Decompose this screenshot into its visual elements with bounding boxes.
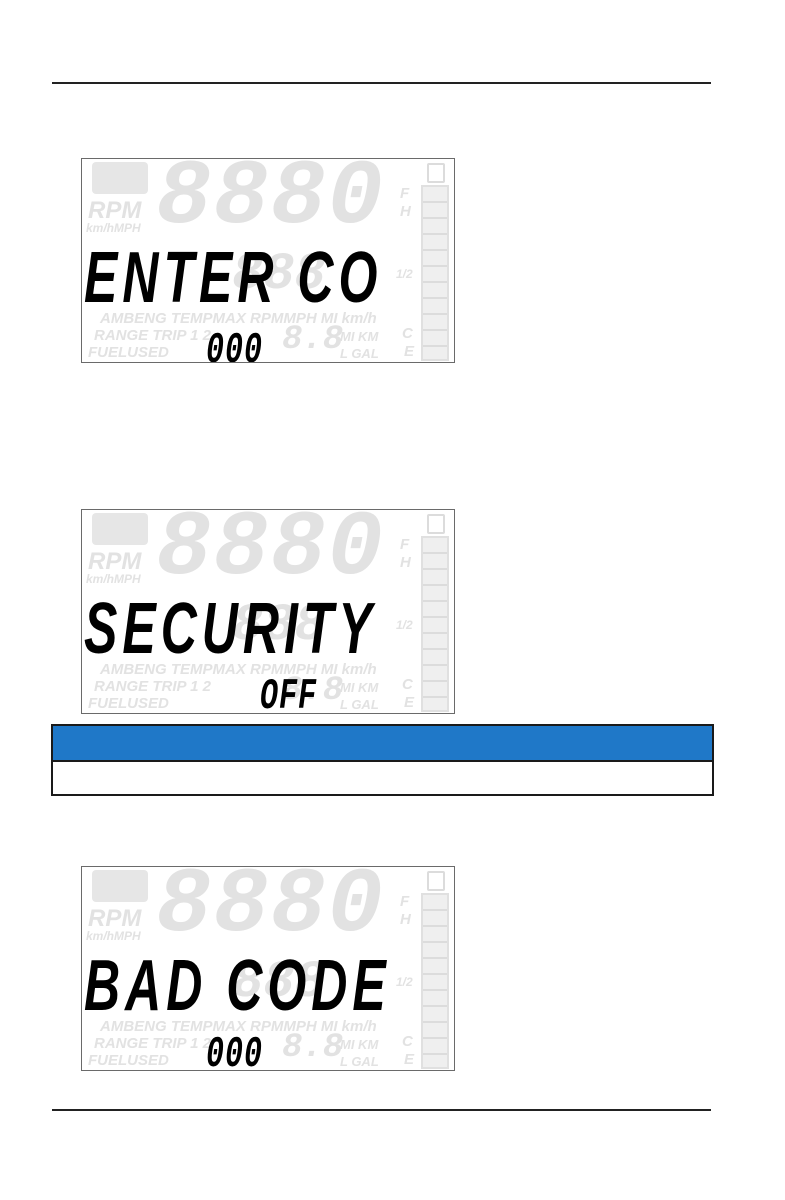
gauge-label-f: F	[400, 893, 410, 910]
note-box	[51, 724, 714, 796]
lcd-display-bad-code: 8880 RPM km/hMPH F H 1/2 C E 888 AMBENG …	[81, 866, 455, 1071]
info-row-3: FUELUSED	[88, 1052, 169, 1069]
info-row-1: AMBENG TEMPMAX RPMMPH MI km/h	[100, 661, 377, 678]
mid-ghost-digits: 888	[232, 953, 326, 1012]
gauge-label-h: H	[400, 554, 411, 571]
unit-mi-km: MI KM	[340, 1037, 379, 1052]
lcd-main-text: ENTER CO	[84, 236, 383, 318]
speed-unit-label: km/hMPH	[86, 221, 141, 235]
lcd-value-text: 000	[206, 327, 264, 363]
rpm-label: RPM	[88, 548, 142, 575]
rpm-label: RPM	[88, 197, 142, 224]
fuel-gauge-bar	[421, 893, 449, 1069]
rpm-label: RPM	[88, 905, 142, 932]
small-ghost-digits: 8.8	[282, 672, 344, 710]
indicator-icons	[92, 513, 148, 545]
mid-ghost-digits: 888	[232, 596, 326, 655]
gauge-label-e: E	[404, 343, 415, 360]
tachometer-ghost-digits: 8880	[156, 866, 385, 958]
speed-unit-label: km/hMPH	[86, 929, 141, 943]
lcd-display-security: 8880 RPM km/hMPH F H 1/2 C E 888 AMBENG …	[81, 509, 455, 714]
top-rule	[52, 82, 711, 84]
lcd-display-enter-code: 8880 RPM km/hMPH F H 1/2 C E 888 AMBENG …	[81, 158, 455, 363]
indicator-icons	[92, 870, 148, 902]
lcd-main-text: BAD CODE	[84, 944, 391, 1026]
info-row-3: FUELUSED	[88, 344, 169, 361]
fuel-pump-icon	[427, 163, 445, 183]
gauge-label-h: H	[400, 203, 411, 220]
info-row-1: AMBENG TEMPMAX RPMMPH MI km/h	[100, 310, 377, 327]
bottom-rule	[52, 1109, 711, 1111]
tachometer-ghost-digits: 8880	[156, 509, 385, 601]
fuel-gauge-bar	[421, 185, 449, 361]
info-row-3: FUELUSED	[88, 695, 169, 712]
unit-l-gal: L GAL	[340, 697, 379, 712]
gauge-label-e: E	[404, 694, 415, 711]
unit-l-gal: L GAL	[340, 346, 379, 361]
unit-mi-km: MI KM	[340, 329, 379, 344]
gauge-label-h: H	[400, 911, 411, 928]
tachometer-ghost-digits: 8880	[156, 158, 385, 250]
fuel-gauge-bar	[421, 536, 449, 712]
info-row-2: RANGE TRIP 1 2	[94, 1035, 211, 1052]
lcd-value-text: OFF	[260, 673, 318, 714]
lcd-value-text: 000	[206, 1031, 264, 1071]
mid-ghost-digits: 888	[232, 245, 326, 304]
gauge-label-c: C	[402, 1033, 413, 1050]
fuel-pump-icon	[427, 514, 445, 534]
gauge-label-f: F	[400, 536, 410, 553]
info-row-2: RANGE TRIP 1 2	[94, 678, 211, 695]
gauge-label-e: E	[404, 1051, 415, 1068]
gauge-label-half: 1/2	[396, 618, 413, 632]
indicator-icons	[92, 162, 148, 194]
gauge-label-c: C	[402, 676, 413, 693]
unit-l-gal: L GAL	[340, 1054, 379, 1069]
note-header	[53, 726, 712, 762]
speed-unit-label: km/hMPH	[86, 572, 141, 586]
fuel-pump-icon	[427, 871, 445, 891]
unit-mi-km: MI KM	[340, 680, 379, 695]
info-row-1: AMBENG TEMPMAX RPMMPH MI km/h	[100, 1018, 377, 1035]
gauge-label-half: 1/2	[396, 267, 413, 281]
info-row-2: RANGE TRIP 1 2	[94, 327, 211, 344]
lcd-main-text: SECURITY	[84, 587, 377, 669]
note-body	[53, 762, 712, 794]
gauge-label-c: C	[402, 325, 413, 342]
gauge-label-f: F	[400, 185, 410, 202]
small-ghost-digits: 8.8	[282, 321, 344, 359]
small-ghost-digits: 8.8	[282, 1029, 344, 1067]
gauge-label-half: 1/2	[396, 975, 413, 989]
